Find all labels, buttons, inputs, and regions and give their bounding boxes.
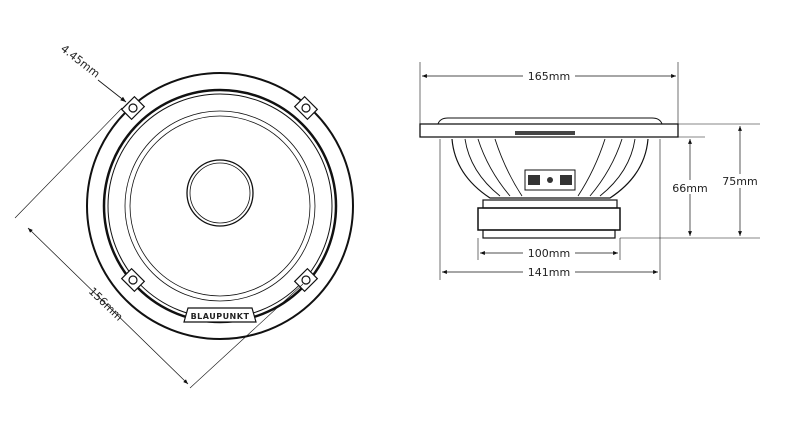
- side-view: 165mm 100mm 141mm 66mm 75mm: [419, 62, 760, 280]
- diagonal-dimension-label: 156mm: [86, 285, 126, 324]
- cone-edge: [124, 110, 316, 302]
- dust-cap: [186, 159, 254, 227]
- total-depth-label: 75mm: [722, 175, 757, 188]
- brand-logo-text: BLAUPUNKT: [191, 312, 250, 321]
- brand-logo: BLAUPUNKT: [183, 307, 257, 323]
- mount-depth-label: 66mm: [672, 182, 707, 195]
- outer-flange: [86, 72, 354, 340]
- basket-dimension-label: 141mm: [528, 266, 570, 279]
- mounting-hole-icon: [120, 95, 319, 293]
- hole-dimension-label: 4.45mm: [58, 42, 102, 81]
- magnet-dimension-label: 100mm: [528, 247, 570, 260]
- width-dimension-label: 165mm: [528, 70, 570, 83]
- front-view: BLAUPUNKT 4.45mm 156mm: [14, 42, 354, 389]
- terminal-icon: [524, 169, 576, 191]
